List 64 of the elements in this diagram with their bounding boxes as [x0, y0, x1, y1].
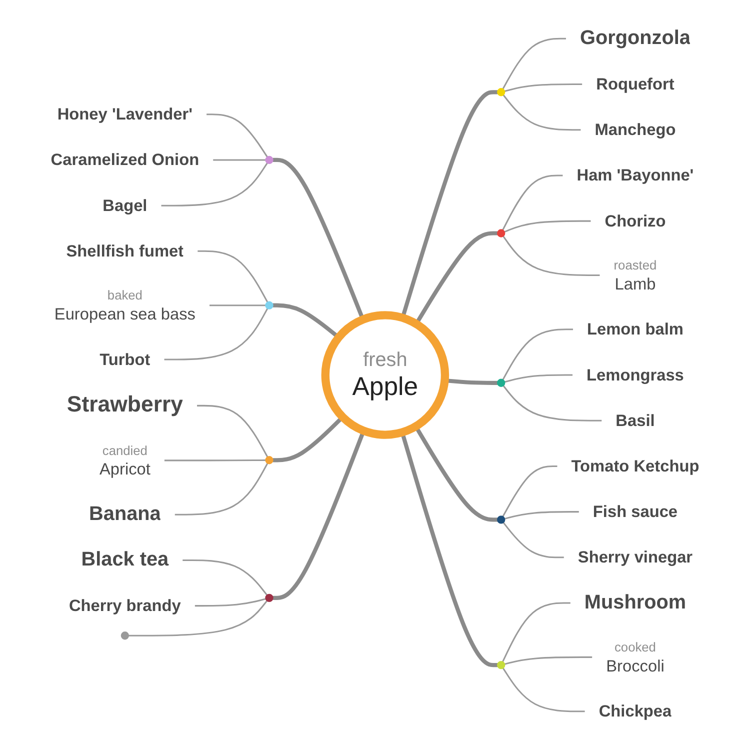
connector: [504, 374, 573, 383]
connector: [198, 250, 268, 303]
node-text: Lemon balm: [587, 319, 684, 338]
node-text: Banana: [89, 502, 161, 525]
node-circle: [497, 88, 506, 96]
node-text: Manchego: [594, 120, 676, 139]
connector: [504, 220, 591, 233]
connector: [502, 668, 585, 712]
node-text: Shellfish fumet: [66, 241, 184, 260]
connector: [502, 328, 573, 380]
connector: [206, 114, 268, 158]
connector: [194, 598, 266, 607]
connector: [502, 236, 600, 276]
node-text: candied Apricot: [99, 444, 150, 478]
node-text: Lemongrass: [586, 365, 684, 384]
connector: [164, 459, 266, 462]
node-circle: [265, 594, 274, 602]
node-circle: fresh Apple: [321, 311, 450, 439]
node-text: Chickpea: [598, 701, 672, 720]
node-circle: [497, 229, 506, 238]
node-text: Basil: [616, 410, 655, 430]
node-text: Strawberry: [66, 392, 183, 418]
connector: [504, 511, 579, 520]
connector: [502, 38, 566, 90]
node-text: Honey 'Lavender': [57, 104, 193, 124]
node-circle: [265, 301, 274, 310]
node-text: Sherry vinegar: [578, 547, 693, 566]
node-text: Mushroom: [584, 590, 686, 613]
connector: [210, 304, 266, 306]
connector: [502, 602, 570, 662]
node-text: Turbot: [100, 350, 150, 368]
connector: [502, 385, 602, 422]
connector: [504, 84, 582, 92]
connector: [213, 159, 266, 161]
connector: [161, 162, 268, 206]
node-text: Tomato Ketchup: [571, 456, 700, 475]
node-text: Ham 'Bayonne': [576, 166, 694, 184]
node-circle: [497, 660, 506, 670]
connector: [502, 522, 564, 558]
connector: [182, 559, 268, 596]
node-text: roasted Lamb: [614, 259, 657, 293]
node-circle: [120, 632, 130, 640]
node-text: Bagel: [102, 196, 148, 214]
node-text: cooked Broccoli: [606, 641, 664, 675]
connector: [164, 308, 268, 360]
node-text: Chorizo: [604, 211, 666, 230]
connector: [502, 94, 581, 131]
node-circle: [265, 156, 274, 164]
node-text: Cherry brandy: [68, 596, 181, 615]
connector: [128, 600, 268, 636]
node-text: baked European sea bass: [54, 289, 196, 323]
node-text: Black tea: [81, 548, 169, 570]
node-text: Roquefort: [596, 74, 674, 94]
connector: [502, 174, 563, 230]
node-circle: [265, 456, 274, 464]
connector: [502, 465, 558, 518]
connector: [504, 656, 592, 665]
node-circle: [497, 516, 506, 524]
node-text: Caramelized Onion: [50, 150, 200, 169]
node-text: Fish sauce: [592, 502, 678, 521]
node-text: Gorgonzola: [580, 26, 690, 49]
node-circle: [497, 378, 506, 387]
connector: [174, 462, 268, 516]
connector: [197, 404, 268, 458]
